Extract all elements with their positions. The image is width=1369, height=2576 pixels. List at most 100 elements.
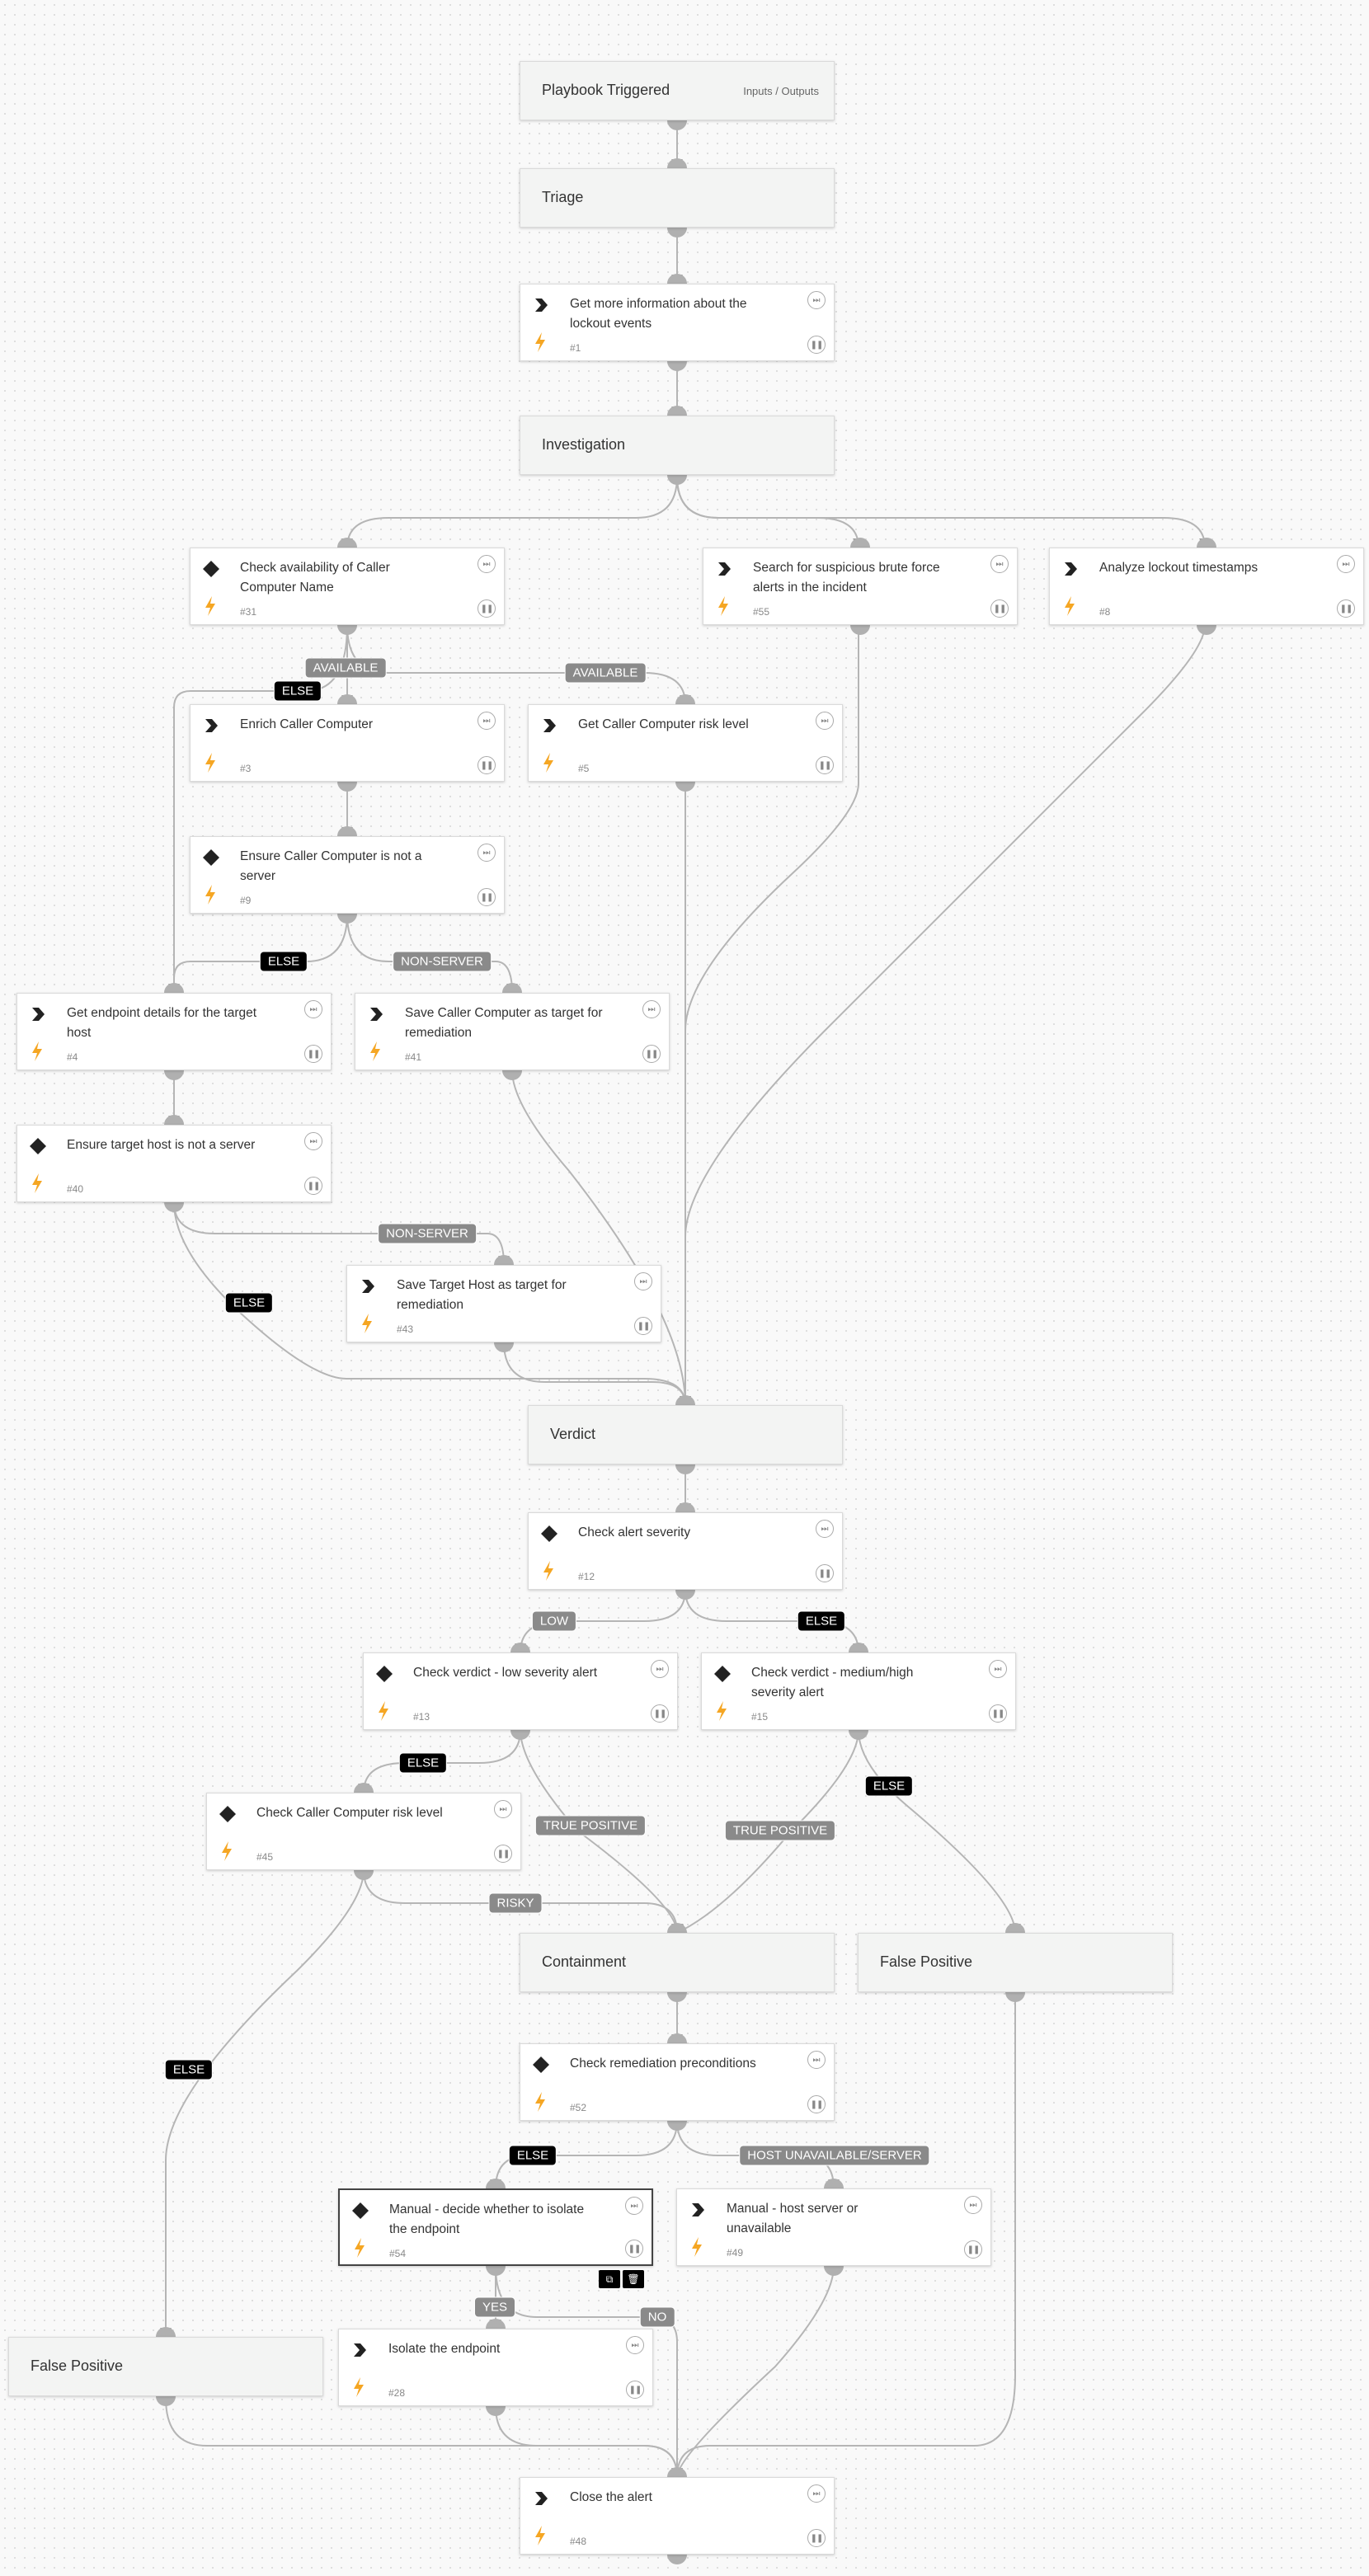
output-port[interactable] (667, 1992, 687, 2002)
output-port[interactable] (337, 914, 357, 924)
input-port[interactable] (1197, 538, 1216, 548)
input-port[interactable] (494, 1255, 514, 1265)
input-port[interactable] (164, 1115, 184, 1125)
output-port[interactable] (486, 2406, 506, 2416)
input-port[interactable] (667, 274, 687, 284)
output-port[interactable] (675, 1590, 695, 1600)
pause-icon[interactable]: ❚❚ (478, 599, 496, 618)
input-port[interactable] (354, 1783, 374, 1793)
task-t3[interactable]: Enrich Caller Computer#3⏭❚❚ (190, 704, 505, 782)
output-port[interactable] (502, 1070, 522, 1080)
section-investigation[interactable]: Investigation (520, 416, 835, 475)
skip-icon[interactable]: ⏭ (634, 1272, 652, 1290)
output-port[interactable] (337, 782, 357, 792)
output-port[interactable] (494, 1342, 514, 1352)
task-t9[interactable]: Ensure Caller Computer is not a server#9… (190, 836, 505, 914)
skip-icon[interactable]: ⏭ (990, 555, 1009, 573)
skip-icon[interactable]: ⏭ (989, 1660, 1007, 1678)
task-t5[interactable]: Get Caller Computer risk level#5⏭❚❚ (528, 704, 843, 782)
pause-icon[interactable]: ❚❚ (807, 336, 826, 354)
skip-icon[interactable]: ⏭ (816, 712, 834, 730)
task-t54[interactable]: Manual - decide whether to isolate the e… (338, 2188, 653, 2266)
pause-icon[interactable]: ❚❚ (626, 2381, 644, 2399)
input-port[interactable] (337, 826, 357, 836)
output-port[interactable] (156, 2396, 176, 2406)
section-triage[interactable]: Triage (520, 168, 835, 228)
pause-icon[interactable]: ❚❚ (816, 1564, 834, 1582)
pause-icon[interactable]: ❚❚ (807, 2095, 826, 2113)
pause-icon[interactable]: ❚❚ (964, 2240, 982, 2259)
task-t28[interactable]: Isolate the endpoint#28⏭❚❚ (338, 2329, 653, 2406)
skip-icon[interactable]: ⏭ (807, 2051, 826, 2069)
task-t41[interactable]: Save Caller Computer as target for remed… (355, 993, 670, 1070)
input-port[interactable] (337, 538, 357, 548)
skip-icon[interactable]: ⏭ (626, 2336, 644, 2354)
pause-icon[interactable]: ❚❚ (642, 1045, 661, 1063)
output-port[interactable] (849, 1730, 868, 1740)
input-port[interactable] (502, 983, 522, 993)
pause-icon[interactable]: ❚❚ (807, 2529, 826, 2547)
output-port[interactable] (164, 1202, 184, 1212)
input-port[interactable] (337, 694, 357, 704)
output-port[interactable] (824, 2266, 844, 2276)
output-port[interactable] (850, 625, 870, 635)
skip-icon[interactable]: ⏭ (1337, 555, 1355, 573)
task-t13[interactable]: Check verdict - low severity alert#13⏭❚❚ (363, 1652, 678, 1730)
pause-icon[interactable]: ❚❚ (494, 1845, 512, 1863)
output-port[interactable] (337, 625, 357, 635)
task-t43[interactable]: Save Target Host as target for remediati… (346, 1265, 661, 1342)
skip-icon[interactable]: ⏭ (642, 1000, 661, 1018)
skip-icon[interactable]: ⏭ (964, 2196, 982, 2214)
pause-icon[interactable]: ❚❚ (625, 2240, 643, 2258)
section-fp1[interactable]: False Positive (858, 1933, 1173, 1992)
output-port[interactable] (354, 1870, 374, 1880)
section-verdict[interactable]: Verdict (528, 1405, 843, 1464)
task-t49[interactable]: Manual - host server or unavailable#49⏭❚… (676, 2188, 991, 2266)
skip-icon[interactable]: ⏭ (816, 1520, 834, 1538)
skip-icon[interactable]: ⏭ (494, 1800, 512, 1818)
input-port[interactable] (156, 2327, 176, 2337)
input-port[interactable] (675, 1395, 695, 1405)
task-t40[interactable]: Ensure target host is not a server#40⏭❚❚ (16, 1125, 332, 1202)
output-port[interactable] (1197, 625, 1216, 635)
pause-icon[interactable]: ❚❚ (634, 1317, 652, 1335)
input-port[interactable] (667, 158, 687, 168)
pause-icon[interactable]: ❚❚ (989, 1704, 1007, 1723)
input-port[interactable] (824, 2179, 844, 2188)
task-t4[interactable]: Get endpoint details for the target host… (16, 993, 332, 1070)
output-port[interactable] (667, 228, 687, 237)
input-port[interactable] (675, 1502, 695, 1512)
inputs-outputs-link[interactable]: Inputs / Outputs (743, 85, 819, 97)
input-port[interactable] (850, 538, 870, 548)
task-t55[interactable]: Search for suspicious brute force alerts… (703, 548, 1018, 625)
task-t52[interactable]: Check remediation preconditions#52⏭❚❚ (520, 2043, 835, 2121)
pause-icon[interactable]: ❚❚ (304, 1177, 322, 1195)
skip-icon[interactable]: ⏭ (478, 555, 496, 573)
input-port[interactable] (667, 406, 687, 416)
output-port[interactable] (675, 1464, 695, 1474)
trash-icon[interactable]: 🗑 (623, 2270, 644, 2288)
skip-icon[interactable]: ⏭ (304, 1000, 322, 1018)
copy-icon[interactable]: ⧉ (599, 2270, 620, 2288)
skip-icon[interactable]: ⏭ (651, 1660, 669, 1678)
skip-icon[interactable]: ⏭ (478, 844, 496, 862)
output-port[interactable] (675, 782, 695, 792)
output-port[interactable] (667, 361, 687, 371)
skip-icon[interactable]: ⏭ (807, 291, 826, 309)
task-t8[interactable]: Analyze lockout timestamps#8⏭❚❚ (1049, 548, 1364, 625)
task-t1[interactable]: Get more information about the lockout e… (520, 284, 835, 361)
output-port[interactable] (164, 1070, 184, 1080)
input-port[interactable] (849, 1643, 868, 1652)
pause-icon[interactable]: ❚❚ (990, 599, 1009, 618)
output-port[interactable] (510, 1730, 530, 1740)
skip-icon[interactable]: ⏭ (478, 712, 496, 730)
pause-icon[interactable]: ❚❚ (651, 1704, 669, 1723)
input-port[interactable] (675, 694, 695, 704)
input-port[interactable] (667, 2033, 687, 2043)
skip-icon[interactable]: ⏭ (625, 2197, 643, 2215)
input-port[interactable] (486, 2319, 506, 2329)
task-t15[interactable]: Check verdict - medium/high severity ale… (701, 1652, 1016, 1730)
task-t12[interactable]: Check alert severity#12⏭❚❚ (528, 1512, 843, 1590)
skip-icon[interactable]: ⏭ (807, 2484, 826, 2503)
